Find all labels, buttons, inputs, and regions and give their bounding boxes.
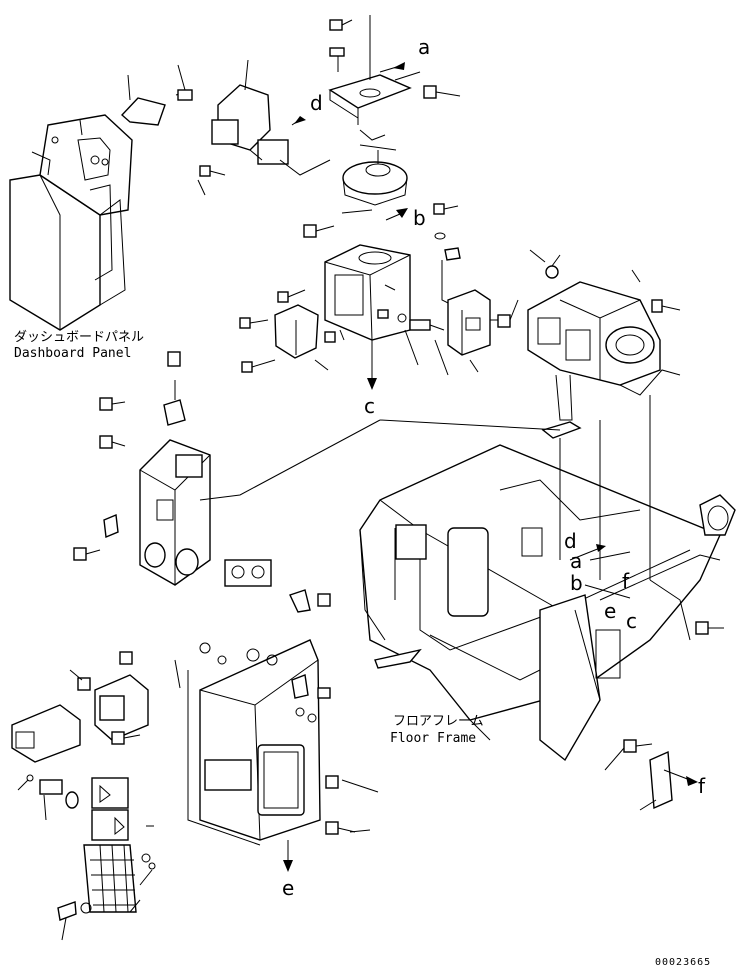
ref-letter-f-bottom: f xyxy=(698,774,706,798)
cover-panel xyxy=(187,559,356,872)
air-duct xyxy=(197,59,331,196)
arrow-b-head xyxy=(396,208,408,218)
arrow-b-frame xyxy=(584,584,631,599)
ref-letter-b-top: b xyxy=(413,206,426,230)
bracket-part xyxy=(120,64,193,126)
floor-frame-label-jp: フロアフレーム xyxy=(393,714,484,729)
dashboard-panel-label-en: Dashboard Panel xyxy=(14,346,131,361)
ref-letter-c-top: c xyxy=(364,394,375,418)
heater-unit xyxy=(527,249,681,421)
bottom-right-bracket xyxy=(623,739,698,810)
arrow-c-head xyxy=(367,378,377,390)
arrow-b-line xyxy=(385,213,401,221)
dashboard-panel xyxy=(9,114,133,331)
ref-letter-c-frame: c xyxy=(626,609,637,633)
right-bolts xyxy=(695,494,736,635)
filter-parts xyxy=(11,651,156,921)
floor-frame-label-en: Floor Frame xyxy=(390,731,476,746)
small-plate xyxy=(541,421,582,439)
ref-letter-a-frame: a xyxy=(570,549,582,573)
ref-letter-f-frame: f xyxy=(622,569,630,593)
ref-letter-d-frame: d xyxy=(564,529,577,553)
arrow-d-head xyxy=(294,116,306,124)
ref-letter-e-bottom: e xyxy=(282,876,294,900)
ref-letter-a-top: a xyxy=(418,35,430,59)
upper-bracket xyxy=(328,15,461,125)
blower-case xyxy=(303,209,411,368)
damper-actuator xyxy=(397,289,519,376)
blower-fan xyxy=(342,129,408,206)
bolt-set-right xyxy=(433,203,463,311)
arrow-a-frame xyxy=(589,551,631,561)
arrow-d-frame xyxy=(569,547,601,561)
dashboard-panel-label-jp: ダッシュボードパネル xyxy=(14,330,144,345)
ref-letter-e-frame: e xyxy=(604,599,616,623)
ref-letter-b-frame: b xyxy=(570,571,583,595)
leader-lines xyxy=(17,659,657,941)
figure-number: 00023665 xyxy=(655,957,711,968)
left-air-duct-assembly xyxy=(73,351,561,586)
arrow-d-frame-head xyxy=(596,544,606,552)
bracket-parts-left xyxy=(239,289,389,373)
arrow-a-line xyxy=(379,65,401,73)
ref-letter-d-top: d xyxy=(310,91,323,115)
floor-frame xyxy=(359,395,721,762)
